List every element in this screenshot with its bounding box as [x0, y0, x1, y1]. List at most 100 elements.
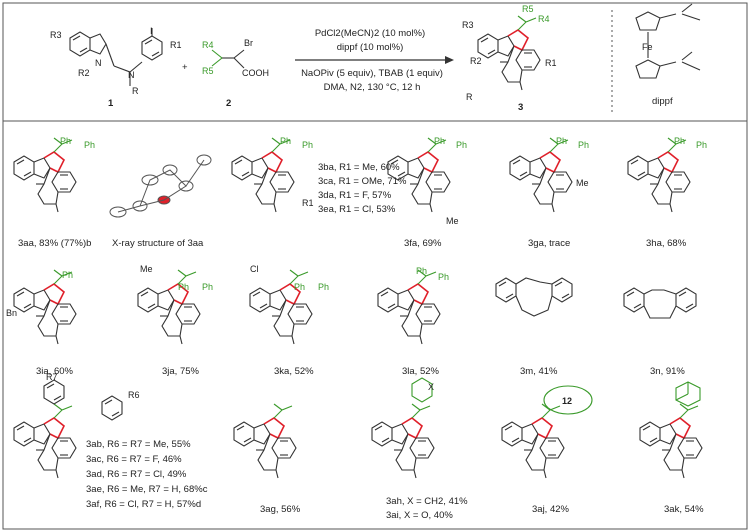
reactant-1-structure [69, 28, 163, 86]
reagent-conditions: DMA, N2, 130 °C, 12 h [324, 82, 421, 93]
r7-label: R7 [46, 372, 58, 382]
reagent-base: NaOPiv (5 equiv), TBAB (1 equiv) [301, 68, 443, 79]
ph-3aa-2: Ph [84, 140, 95, 150]
label-3la: 3la, 52% [402, 366, 440, 377]
me-3fa: Me [446, 216, 459, 226]
atom-br: Br [244, 38, 253, 48]
atom-r5-product: R5 [522, 4, 534, 14]
label-3ba: 3ba, R1 = Me, 60% [318, 162, 400, 173]
reagent-catalyst: PdCl2(MeCN)2 (10 mol%) [315, 28, 425, 39]
ph-3ja-1: Ph [178, 282, 189, 292]
macrocycle-ring [543, 385, 593, 415]
reactant-1-label: 1 [108, 98, 114, 109]
atom-r-product: R [466, 92, 473, 102]
adamantylidene [675, 381, 701, 407]
ph-3fa-1: Ph [434, 136, 445, 146]
me-3ga: Me [576, 178, 589, 188]
ph-3la-2: Ph [438, 272, 449, 282]
ring-size-label: 12 [562, 396, 572, 406]
label-3m: 3m, 41% [520, 366, 558, 377]
atom-cooh: COOH [242, 68, 269, 78]
structure-3aa [13, 137, 77, 213]
label-3ja: 3ja, 75% [162, 366, 200, 377]
ph-3ka-2: Ph [318, 282, 329, 292]
label-3ab: 3ab, R6 = R7 = Me, 55% [86, 439, 191, 450]
label-3aj: 3aj, 42% [532, 504, 570, 515]
reactant-2-label: 2 [226, 98, 231, 109]
structure-3ja [137, 269, 201, 345]
label-3ia: 3ia, 60% [36, 366, 74, 377]
structure-3ak [639, 403, 703, 479]
atom-fe: Fe [642, 42, 653, 52]
structure-3fa [387, 137, 451, 213]
structure-3ga [509, 137, 573, 213]
label-3n: 3n, 91% [650, 366, 685, 377]
arrow-head [445, 56, 454, 64]
label-3fa: 3fa, 69% [404, 238, 442, 249]
label-3ag: 3ag, 56% [260, 504, 301, 515]
label-3ka: 3ka, 52% [274, 366, 314, 377]
structure-3ag [233, 403, 297, 479]
ph-3ha-1: Ph [674, 136, 685, 146]
structure-3ah [371, 403, 435, 479]
atom-i: I [150, 26, 153, 36]
reagent-ligand: dippf (10 mol%) [337, 42, 404, 53]
label-3ah: 3ah, X = CH2, 41% [386, 496, 468, 507]
ligand-label: dippf [652, 96, 673, 107]
bn-3ia: Bn [6, 308, 17, 318]
atom-r1: R1 [170, 40, 182, 50]
r1-3ba: R1 [302, 198, 314, 208]
label-3ea: 3ea, R1 = Cl, 53% [318, 204, 396, 215]
structure-3ab [13, 403, 77, 479]
reactant-2-structure [211, 49, 245, 69]
ph-3ga-2: Ph [578, 140, 589, 150]
product-3-label: 3 [518, 102, 523, 113]
aryl-r6-ring [101, 395, 123, 421]
atom-n2: N [128, 70, 135, 80]
structure-3aj [501, 403, 565, 479]
aryl-r7-ring [43, 379, 65, 405]
label-3ai: 3ai, X = O, 40% [386, 510, 453, 521]
ph-3la-1: Ph [416, 266, 427, 276]
label-3af: 3af, R6 = Cl, R7 = H, 57%d [86, 499, 201, 510]
atom-r2: R2 [78, 68, 90, 78]
xray-image [109, 154, 212, 218]
ph-3ba-2: Ph [302, 140, 313, 150]
atom-n1: N [95, 58, 102, 68]
label-3ac: 3ac, R6 = R7 = F, 46% [86, 454, 182, 465]
label-3ae: 3ae, R6 = Me, R7 = H, 68%c [86, 484, 208, 495]
structure-3la [377, 269, 441, 345]
atom-r3: R3 [50, 30, 62, 40]
product-3-structure [477, 15, 541, 91]
r6-label: R6 [128, 390, 140, 400]
atom-r5: R5 [202, 66, 214, 76]
label-3ad: 3ad, R6 = R7 = Cl, 49% [86, 469, 187, 480]
label-3da: 3da, R1 = F, 57% [318, 190, 392, 201]
label-3ca: 3ca, R1 = OMe, 71% [318, 176, 407, 187]
atom-r3-product: R3 [462, 20, 474, 30]
ph-3ha-2: Ph [696, 140, 707, 150]
ph-3ja-2: Ph [202, 282, 213, 292]
ph-3ga-1: Ph [556, 136, 567, 146]
plus-sign: + [182, 62, 188, 73]
structure-3ia [13, 269, 77, 345]
ph-3ia: Ph [62, 270, 73, 280]
structure-3n [623, 287, 697, 319]
atom-r2-product: R2 [470, 56, 482, 66]
structure-3ha [627, 137, 691, 213]
label-3aa: 3aa, 83% (77%)b [18, 238, 91, 249]
ph-3ba-1: Ph [280, 136, 291, 146]
label-xray: X-ray structure of 3aa [112, 238, 204, 249]
label-3ha: 3ha, 68% [646, 238, 687, 249]
atom-r: R [132, 86, 139, 96]
ph-3aa-1: Ph [60, 136, 71, 146]
ph-3fa-2: Ph [456, 140, 467, 150]
atom-r4-product: R4 [538, 14, 550, 24]
me-3ja: Me [140, 264, 153, 274]
label-3ak: 3ak, 54% [664, 504, 704, 515]
atom-r4: R4 [202, 40, 214, 50]
label-3ga: 3ga, trace [528, 238, 570, 249]
